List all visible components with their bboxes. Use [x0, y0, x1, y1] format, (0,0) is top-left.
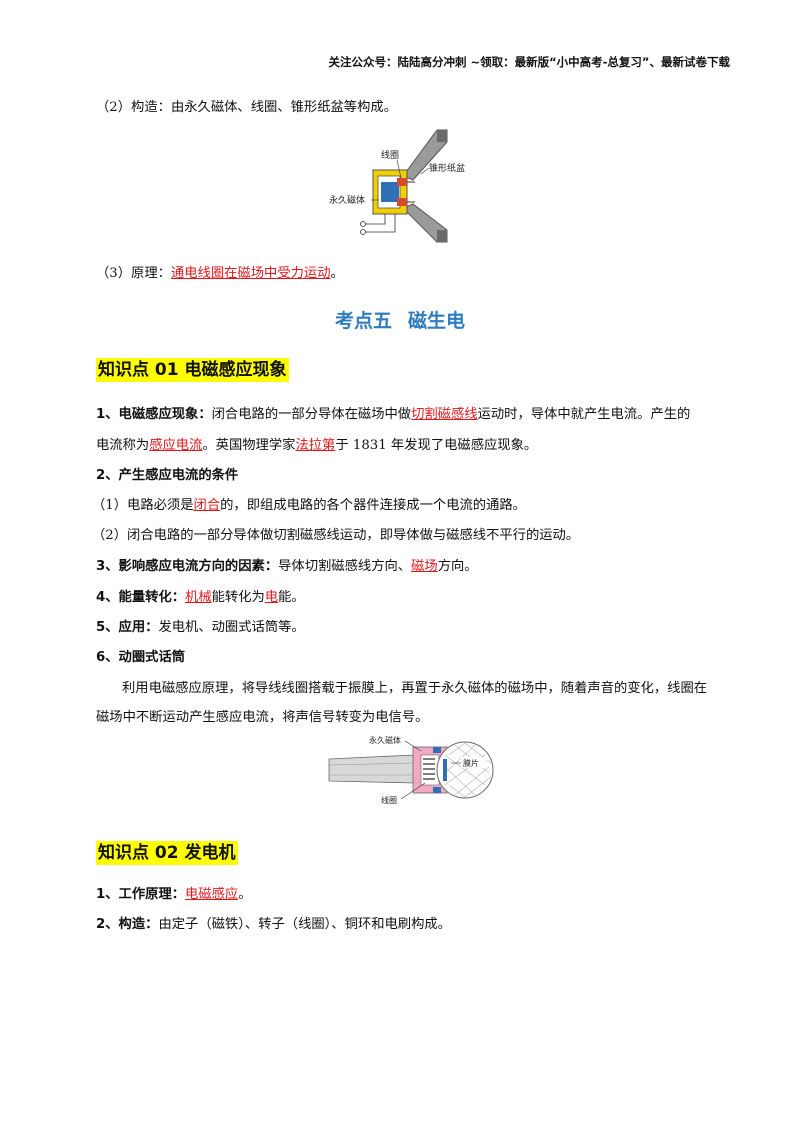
- cone-label: 锥形纸盆: [429, 162, 465, 174]
- label: 5、应用：: [96, 620, 159, 635]
- kp2-item2: 2、构造：由定子（磁铁）、转子（线圈）、铜环和电刷构成。: [96, 915, 451, 935]
- text: 发电机、动圈式话筒等。: [158, 620, 305, 635]
- answer: 闭合: [193, 498, 221, 513]
- kp1-item1: 1、电磁感应现象：闭合电路的一部分导体在磁场中做切割磁感线运动时，导体中就产生电…: [96, 405, 690, 425]
- kp2-title: 知识点 02 发电机: [96, 841, 238, 865]
- text: 能转化为: [211, 590, 265, 605]
- speaker-diagram: 线圈 锥形纸盆 永久磁体: [329, 129, 465, 243]
- text: 导体切割磁感线方向、: [278, 559, 412, 574]
- kp1-item6: 6、动圈式话筒: [96, 650, 186, 665]
- label: 3、影响感应电流方向的因素：: [96, 559, 279, 574]
- label: 2、构造：: [96, 917, 159, 932]
- text: 能。: [278, 590, 305, 605]
- kp1-item2: 2、产生感应电流的条件: [96, 468, 239, 483]
- answer: 法拉第: [295, 438, 336, 453]
- label: 4、能量转化：: [96, 590, 186, 605]
- magnet-label: 永久磁体: [369, 735, 401, 745]
- text: （2）闭合电路的一部分导体做切割磁感线运动，即导体做与磁感线不平行的运动。: [92, 528, 580, 543]
- speaker-construction: （2）构造：由永久磁体、线圈、锥形纸盆等构成。: [96, 98, 397, 118]
- microphone-diagram: 永久磁体 膜片 线圈: [328, 735, 494, 805]
- suffix: 。: [330, 266, 344, 281]
- label: 1、电磁感应现象：: [96, 407, 212, 422]
- kp1-item5: 5、应用：发电机、动圈式话筒等。: [96, 618, 305, 638]
- text: 电流称为: [96, 438, 150, 453]
- kp1-item2a: （1）电路必须是闭合的，即组成电路的各个器件连接成一个电流的通路。: [92, 496, 526, 516]
- magnet-label: 永久磁体: [329, 194, 365, 206]
- kp2-item1: 1、工作原理：电磁感应。: [96, 885, 252, 905]
- speaker-principle: （3）原理：通电线圈在磁场中受力运动。: [96, 264, 344, 284]
- answer: 磁场: [411, 559, 438, 574]
- kp1-item4: 4、能量转化：机械能转化为电能。: [96, 588, 305, 608]
- coil-label: 线圈: [381, 149, 399, 161]
- answer: 切割磁感线: [411, 407, 478, 422]
- text: 于 1831 年发现了电磁感应现象。: [335, 438, 538, 453]
- kp1-item3: 3、影响感应电流方向的因素：导体切割磁感线方向、磁场方向。: [96, 557, 478, 577]
- kp1-title: 知识点 01 电磁感应现象: [96, 358, 289, 382]
- text: 。: [238, 887, 252, 902]
- coil-label: 线圈: [381, 795, 397, 805]
- kp1-item6-paragraph: 利用电磁感应原理，将导线线圈搭载于振膜上，再置于永久磁体的磁场中，随着声音的变化…: [96, 681, 708, 725]
- answer: 机械: [185, 590, 212, 605]
- diaphragm-label: 膜片: [463, 758, 479, 768]
- text: 由定子（磁铁）、转子（线圈）、铜环和电刷构成。: [158, 917, 451, 932]
- answer: 电: [264, 590, 279, 605]
- text: 的，即组成电路的各个器件连接成一个电流的通路。: [220, 498, 526, 513]
- kp1-item1-line2: 电流称为感应电流。英国物理学家法拉第于 1831 年发现了电磁感应现象。: [96, 436, 537, 456]
- label: （3）原理：: [96, 266, 171, 281]
- text: 。英国物理学家: [202, 438, 296, 453]
- text: （1）电路必须是: [92, 498, 194, 513]
- kp1-item2b: （2）闭合电路的一部分导体做切割磁感线运动，即导体做与磁感线不平行的运动。: [92, 526, 579, 546]
- section-part1: 考点五: [334, 310, 392, 332]
- label: （2）构造：: [96, 100, 171, 115]
- text: 闭合电路的一部分导体在磁场中做: [211, 407, 412, 422]
- text: 运动时，导体中就产生电流。产生的: [477, 407, 691, 422]
- text: 由永久磁体、线圈、锥形纸盆等构成。: [170, 100, 397, 115]
- section-title: 考点五磁生电: [0, 306, 800, 333]
- page-header: 关注公众号：陆陆高分冲刺 ~领取：最新版“小中高考-总复习”、最新试卷下载: [328, 55, 730, 69]
- text: 方向。: [437, 559, 478, 574]
- answer: 通电线圈在磁场中受力运动: [170, 266, 331, 281]
- answer: 电磁感应: [185, 887, 239, 902]
- label: 1、工作原理：: [96, 887, 186, 902]
- section-part2: 磁生电: [408, 310, 466, 332]
- answer: 感应电流: [149, 438, 203, 453]
